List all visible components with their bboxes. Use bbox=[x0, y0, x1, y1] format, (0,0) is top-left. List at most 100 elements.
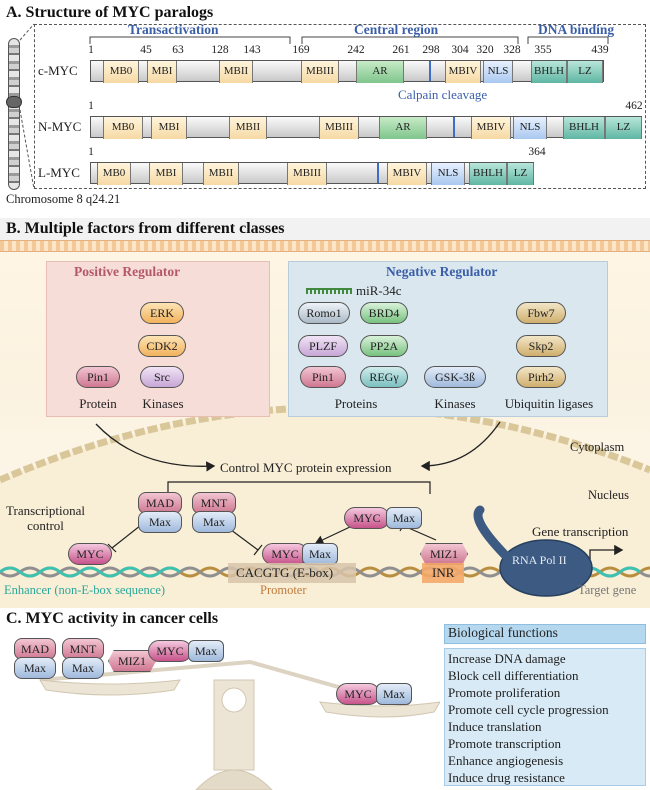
lmyc-mb0: MB0 bbox=[97, 163, 131, 185]
pill-miz1: MIZ1 bbox=[420, 543, 468, 565]
section-b-title: B. Multiple factors from different class… bbox=[0, 218, 650, 240]
cmyc-mb0: MB0 bbox=[103, 61, 139, 83]
label-ligases: Ubiquitin ligases bbox=[504, 396, 594, 411]
cmyc-pos: 63 bbox=[172, 44, 184, 56]
pill-mad-c: MAD bbox=[14, 638, 56, 660]
label-kinases: Kinases bbox=[142, 396, 184, 411]
calpain-label: Calpain cleavage bbox=[398, 87, 488, 102]
lmyc-lz: LZ bbox=[507, 163, 534, 185]
pill-skp2: Skp2 bbox=[516, 335, 566, 357]
inr-box bbox=[422, 563, 464, 583]
cmyc-pos: 128 bbox=[211, 44, 229, 56]
cmyc-pos: 439 bbox=[591, 44, 609, 56]
pill-max: Max bbox=[302, 543, 338, 565]
label-protein: Protein bbox=[79, 396, 117, 411]
function-item: Increase DNA damage bbox=[448, 651, 566, 666]
pill-myc: MYC bbox=[344, 507, 390, 529]
pill-pirh2: Pirh2 bbox=[516, 366, 566, 388]
pill-regy: REGγ bbox=[360, 366, 408, 388]
cmyc-pos: 45 bbox=[140, 44, 152, 56]
cmyc-pos: 261 bbox=[392, 44, 410, 56]
zoom-guides bbox=[19, 23, 609, 190]
nmyc-mb0: MB0 bbox=[103, 117, 143, 139]
mirna-icon bbox=[306, 288, 352, 294]
pill-miz1-c: MIZ1 bbox=[108, 650, 156, 672]
cmyc-label: c-MYC bbox=[38, 63, 78, 78]
nmyc-pos: 1 bbox=[88, 100, 94, 112]
chromosome-label: Chromosome 8 q24.21 bbox=[6, 192, 121, 206]
enhancer-label: Enhancer (non-E-box sequence) bbox=[4, 583, 166, 597]
cmyc-pos: 304 bbox=[451, 44, 469, 56]
pill-max-c: Max bbox=[376, 683, 412, 705]
transcriptional-control-label: Transcriptional control bbox=[6, 503, 85, 533]
function-item: Promote cell cycle progression bbox=[448, 702, 609, 717]
inr-label: INR bbox=[432, 565, 455, 580]
pill-max: Max bbox=[138, 511, 182, 533]
label-proteins: Proteins bbox=[334, 396, 378, 411]
lmyc-mbiv: MBIV bbox=[387, 163, 427, 185]
lmyc-mbiii: MBIII bbox=[287, 163, 327, 185]
pill-romo1: Romo1 bbox=[298, 302, 350, 324]
section-a-title: A. Structure of MYC paralogs bbox=[0, 2, 650, 24]
negative-title: Negative Regulator bbox=[386, 264, 498, 279]
cmyc-pos: 355 bbox=[534, 44, 552, 56]
nmyc-bar: MB0 MBI MBII MBIII AR MBIV NLS BHLH LZ bbox=[90, 116, 642, 139]
lmyc-mbi: MBI bbox=[149, 163, 183, 185]
pill-brd4: BRD4 bbox=[360, 302, 408, 324]
lmyc-label: L-MYC bbox=[38, 165, 80, 180]
nmyc-mbi: MBI bbox=[151, 117, 187, 139]
function-item: Promote proliferation bbox=[448, 685, 561, 700]
nmyc-lz: LZ bbox=[605, 117, 642, 139]
nmyc-nls: NLS bbox=[513, 117, 547, 139]
lmyc-mbii: MBII bbox=[203, 163, 239, 185]
nmyc-mbii: MBII bbox=[229, 117, 267, 139]
cmyc-pos: 328 bbox=[503, 44, 521, 56]
functions-list bbox=[444, 648, 646, 786]
function-item: Block cell differentiation bbox=[448, 668, 579, 683]
cmyc-nls: NLS bbox=[483, 61, 513, 83]
pill-erk: ERK bbox=[140, 302, 184, 324]
cmyc-ar: AR bbox=[356, 61, 404, 83]
rnapol-label: RNA Pol II bbox=[512, 553, 567, 567]
pill-max: Max bbox=[386, 507, 422, 529]
region-dna-binding: DNA binding bbox=[538, 22, 615, 37]
calpain-mark bbox=[377, 163, 379, 183]
cmyc-pos: 169 bbox=[292, 44, 310, 56]
gene-transcription-label: Gene transcription bbox=[532, 524, 629, 539]
cmyc-lz: LZ bbox=[567, 61, 603, 83]
cytoplasm-label: Cytoplasm bbox=[570, 440, 625, 454]
lmyc-bar: MB0 MBI MBII MBIII MBIV NLS BHLH LZ bbox=[90, 162, 534, 185]
pathway-arrows bbox=[0, 421, 650, 597]
mirna-label: miR-34c bbox=[356, 283, 402, 298]
region-central: Central region bbox=[354, 22, 439, 37]
pill-fbw7: Fbw7 bbox=[516, 302, 566, 324]
pill-myc-free: MYC bbox=[68, 543, 112, 565]
lmyc-nls: NLS bbox=[431, 163, 465, 185]
lmyc-bhlh: BHLH bbox=[469, 163, 507, 185]
target-gene-label: Target gene bbox=[578, 583, 637, 597]
cmyc-mbi: MBI bbox=[147, 61, 177, 83]
nmyc-pos: 462 bbox=[625, 100, 643, 112]
pill-myc-c2: MYC bbox=[336, 683, 380, 705]
nmyc-ar: AR bbox=[379, 117, 427, 139]
label-neg-kinases: Kinases bbox=[434, 396, 476, 411]
cmyc-mbii: MBII bbox=[219, 61, 253, 83]
cmyc-pos: 242 bbox=[347, 44, 365, 56]
positive-title: Positive Regulator bbox=[74, 264, 181, 279]
nmyc-bhlh: BHLH bbox=[563, 117, 605, 139]
paralog-box bbox=[34, 24, 646, 189]
region-transactivation: Transactivation bbox=[128, 22, 219, 37]
pill-pin1-neg: Pin1 bbox=[300, 366, 346, 388]
cmyc-pos: 1 bbox=[88, 44, 94, 56]
centromere-icon bbox=[6, 96, 22, 108]
nmyc-mbiii: MBIII bbox=[319, 117, 359, 139]
function-item: Induce drug resistance bbox=[448, 770, 565, 785]
cmyc-mbiii: MBIII bbox=[301, 61, 339, 83]
cmyc-bar: MB0 MBI MBII MBIII AR MBIV NLS BHLH LZ bbox=[90, 60, 604, 83]
cmyc-mbiv: MBIV bbox=[445, 61, 481, 83]
promoter-label: Promoter bbox=[260, 583, 307, 597]
ebox-box bbox=[228, 563, 356, 583]
nmyc-mbiv: MBIV bbox=[471, 117, 511, 139]
pill-max-c: Max bbox=[62, 657, 104, 679]
pill-gsk3b: GSK-3ß bbox=[424, 366, 486, 388]
